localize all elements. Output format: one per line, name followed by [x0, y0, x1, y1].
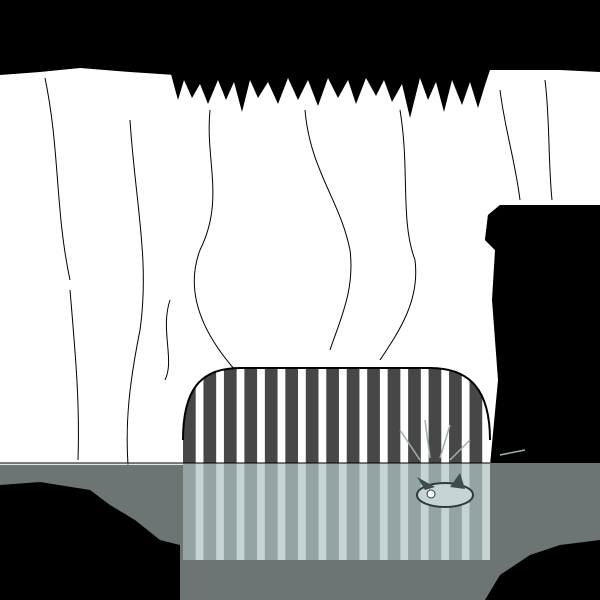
grate-bar [264, 368, 278, 463]
grate-bar [326, 368, 339, 463]
ground-rocks-right [485, 540, 600, 600]
grate-bar [203, 368, 217, 463]
grate-bar [223, 368, 237, 463]
grate-frame [182, 367, 491, 441]
grate-bar [387, 368, 401, 463]
grate-bar [367, 368, 380, 463]
grate-bar [285, 368, 299, 463]
grate-bar [408, 368, 421, 463]
cliff-cracks [44, 77, 553, 466]
grate-bar [244, 368, 258, 463]
cliff-wall [0, 68, 600, 465]
grate-bar [449, 368, 462, 463]
grate-bar [428, 368, 442, 463]
grate-bar [305, 368, 319, 463]
grate-bar [346, 368, 360, 463]
player-character [416, 473, 474, 508]
ground-rocks [0, 482, 180, 600]
splash-effect [399, 419, 526, 461]
icicle-fringe [170, 70, 490, 118]
